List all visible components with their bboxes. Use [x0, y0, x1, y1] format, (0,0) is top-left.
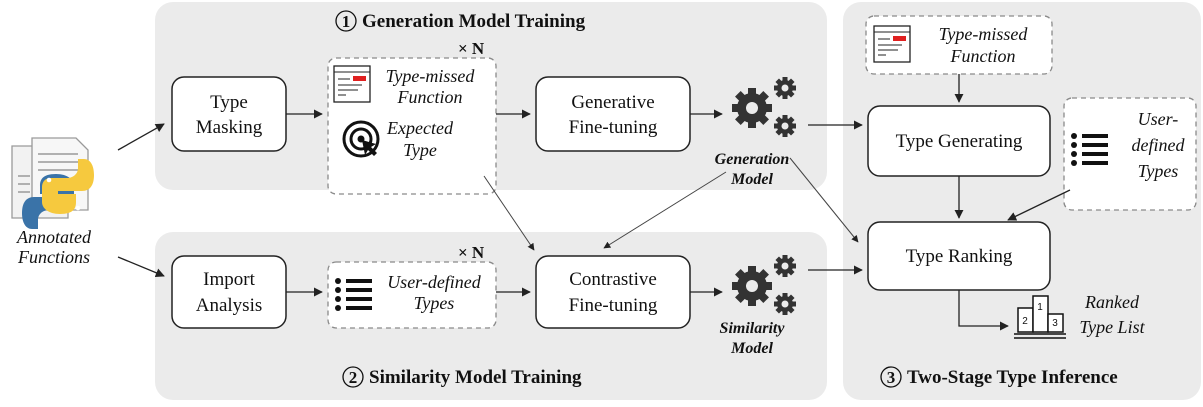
podium-label-1: 1: [1037, 302, 1043, 313]
generation-model-line1: Generation: [715, 151, 790, 168]
multiplier-label-2: × N: [458, 243, 485, 262]
type-generating-label: Type Generating: [896, 131, 1023, 152]
arrow-genmodel-to-contrastive: [603, 171, 727, 249]
generative-finetuning-box: [535, 76, 691, 152]
arrow-samples-to-contrastive: [483, 175, 535, 251]
panel1-title: 1 Generation Model Training: [335, 10, 586, 32]
type-masking-box: [171, 76, 287, 152]
expected-type-line1: Expected: [386, 118, 454, 138]
arrow-input-to-import: [117, 256, 165, 278]
input-label-line1: Annotated: [16, 227, 92, 247]
arrow-genmodel-to-ranking: [789, 157, 859, 243]
ranked-list-line2: Type List: [1079, 317, 1145, 337]
expected-type-line2: Type: [403, 140, 437, 160]
panel2-title: 2 Similarity Model Training: [342, 366, 582, 388]
missed-function-line1: Type-missed: [386, 66, 476, 86]
arrow-ranking-to-list: [958, 290, 1009, 331]
code-window-icon: [333, 65, 371, 103]
svg-text:Similarity Model Training: Similarity Model Training: [369, 367, 582, 388]
inference-user-types-line2: defined: [1132, 135, 1186, 155]
list-icon: [335, 278, 372, 311]
code-window-icon-2: [873, 25, 911, 63]
user-types-sample-box: [327, 261, 497, 329]
missed-function-line2: Function: [397, 87, 463, 107]
svg-text:1: 1: [342, 12, 351, 31]
svg-text:Generation Model Training: Generation Model Training: [362, 11, 586, 32]
inference-function-box: [865, 15, 1053, 75]
arrow-input-to-masking: [117, 123, 165, 151]
svg-text:3: 3: [887, 368, 896, 387]
user-types-line1: User-defined: [387, 272, 482, 292]
similarity-model-gear-icon: [732, 255, 796, 315]
list-icon-2: [1071, 133, 1108, 166]
svg-text:2: 2: [349, 368, 358, 387]
contrastive-finetuning-box: [535, 255, 691, 329]
contrastive-line2: Fine-tuning: [569, 295, 658, 316]
podium-label-3: 3: [1052, 318, 1058, 329]
type-masking-line1: Type: [210, 92, 248, 113]
generation-model-gear-icon: [732, 77, 796, 137]
ranked-list-line1: Ranked: [1084, 292, 1140, 312]
panel3-title: 3 Two-Stage Type Inference: [880, 366, 1118, 388]
import-analysis-line2: Analysis: [196, 295, 263, 316]
generation-model-line2: Model: [730, 171, 773, 188]
generative-line1: Generative: [571, 92, 654, 113]
podium-icon: [1014, 295, 1066, 339]
python-documents-icon: [11, 137, 94, 229]
inference-user-types-line3: Types: [1138, 161, 1179, 181]
arrow-types-to-ranking: [1007, 189, 1071, 221]
podium-label-2: 2: [1022, 316, 1028, 327]
import-analysis-line1: Import: [203, 269, 255, 290]
generative-line2: Fine-tuning: [569, 117, 658, 138]
user-types-line2: Types: [414, 293, 455, 313]
svg-text:Two-Stage Type Inference: Two-Stage Type Inference: [907, 367, 1118, 388]
similarity-model-line2: Model: [730, 340, 773, 357]
import-analysis-box: [171, 255, 287, 329]
inference-function-line1: Type-missed: [939, 24, 1029, 44]
multiplier-label: × N: [458, 39, 485, 58]
inference-user-types-line1: User-: [1138, 109, 1179, 129]
contrastive-line1: Contrastive: [569, 269, 657, 290]
input-label-line2: Functions: [17, 247, 90, 267]
inference-function-line2: Function: [950, 46, 1016, 66]
target-icon: [342, 120, 380, 158]
similarity-model-line1: Similarity: [720, 320, 786, 337]
type-masking-line2: Masking: [196, 117, 263, 138]
type-ranking-label: Type Ranking: [906, 246, 1013, 267]
inference-user-types-box: [1063, 97, 1197, 211]
